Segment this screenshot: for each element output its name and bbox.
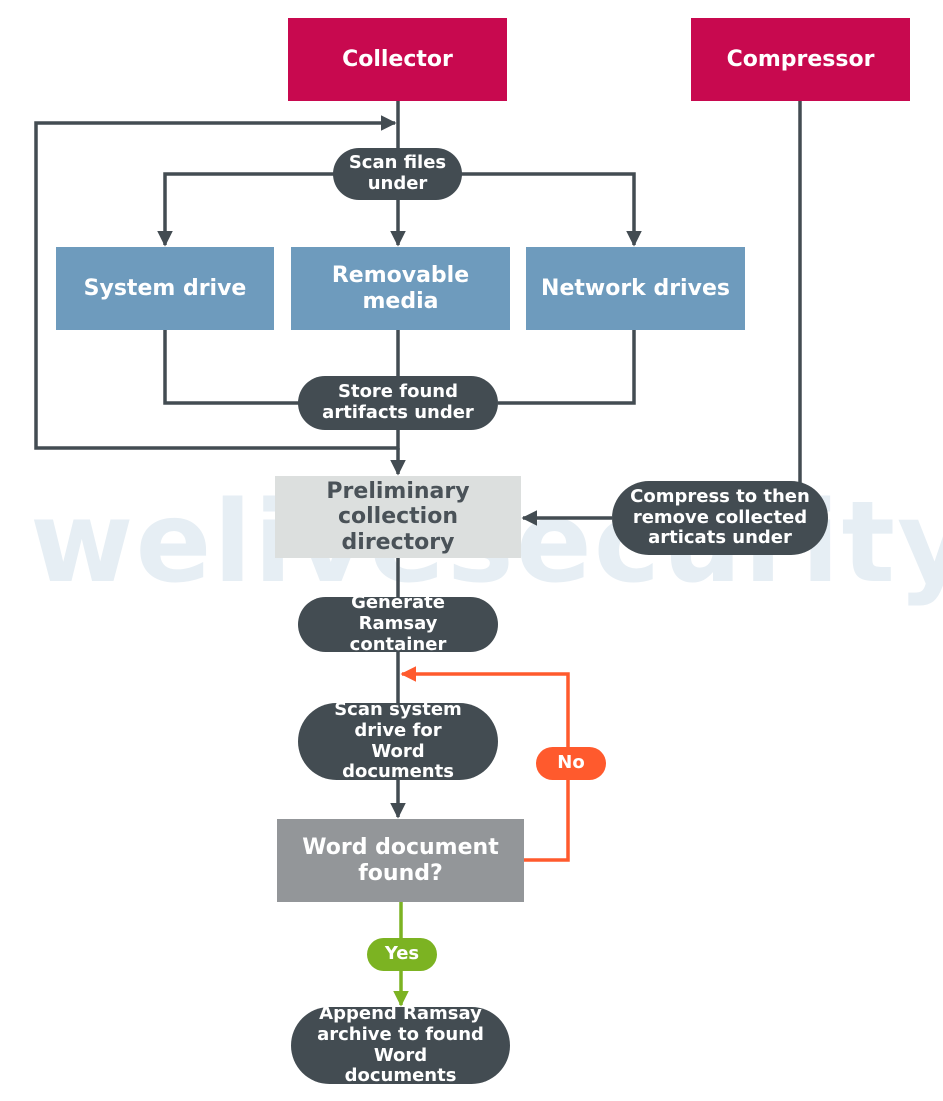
store-artifacts-pill: Store found artifacts under (298, 376, 498, 430)
store-artifacts-label: Store found artifacts under (322, 381, 474, 423)
append-archive-label: Append Ramsay archive to found Word docu… (317, 1003, 484, 1087)
scan-files-label: Scan files under (348, 152, 447, 194)
collector-label: Collector (342, 46, 453, 72)
scan-system-drive-label: Scan system drive for Word documents (334, 699, 462, 783)
system-drive-label: System drive (83, 275, 247, 301)
edge-loop-back (34, 115, 400, 450)
network-drives-label: Network drives (541, 275, 730, 301)
no-label: No (557, 752, 585, 774)
preliminary-directory-label: Preliminary collection directory (326, 479, 470, 555)
compressor-label: Compressor (726, 46, 875, 72)
edge-scan-to-system (157, 172, 335, 247)
yes-label: Yes (384, 943, 420, 965)
word-found-decision-box: Word document found? (277, 819, 524, 902)
yes-badge: Yes (367, 938, 437, 971)
edge-scan-to-network (460, 172, 642, 247)
edge-system-to-store (163, 330, 300, 405)
no-badge: No (536, 747, 606, 780)
scan-system-drive-pill: Scan system drive for Word documents (298, 699, 498, 783)
collector-box: Collector (288, 18, 507, 101)
generate-container-label: Generate Ramsay container (349, 592, 447, 655)
edge-network-to-store (498, 330, 636, 405)
compress-pill: Compress to then remove collected artica… (612, 481, 828, 555)
system-drive-box: System drive (56, 247, 274, 330)
word-found-label: Word document found? (302, 835, 499, 886)
preliminary-directory-box: Preliminary collection directory (275, 476, 521, 558)
network-drives-box: Network drives (526, 247, 745, 330)
compress-label: Compress to then remove collected artica… (630, 485, 810, 549)
generate-container-pill: Generate Ramsay container (298, 593, 498, 655)
removable-media-label: Removable media (331, 263, 470, 314)
compressor-box: Compressor (691, 18, 910, 101)
removable-media-box: Removable media (291, 247, 510, 330)
append-archive-pill: Append Ramsay archive to found Word docu… (291, 1003, 510, 1087)
scan-files-pill: Scan files under (333, 148, 462, 200)
